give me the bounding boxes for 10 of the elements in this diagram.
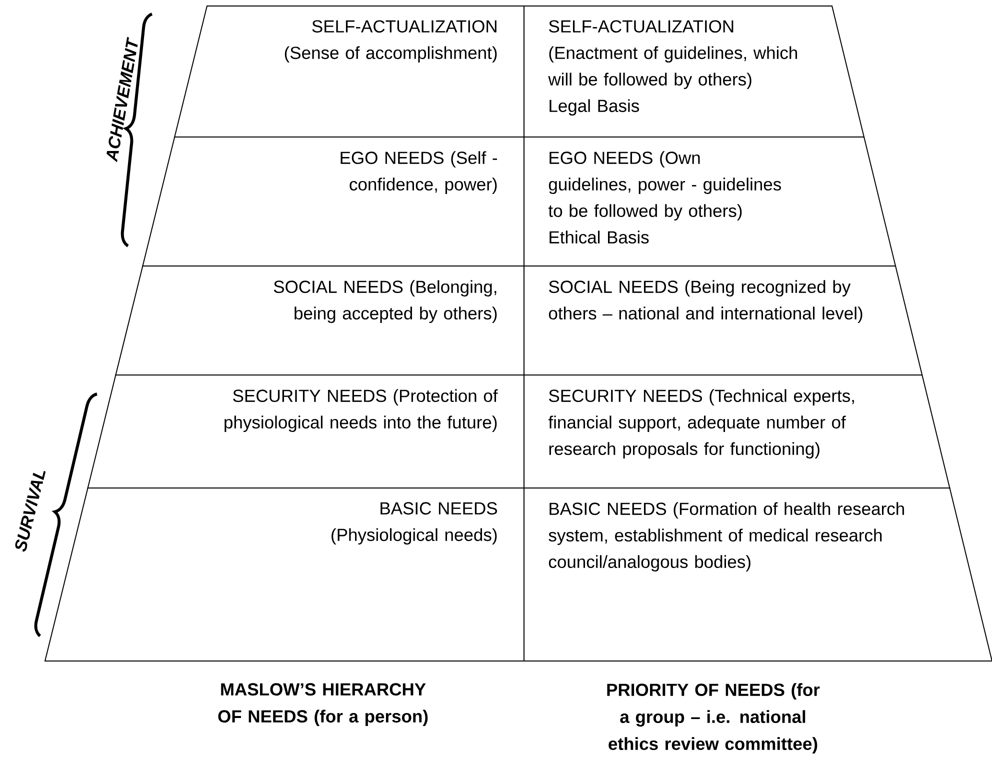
column-caption: MASLOW’S HIERARCHY OF NEEDS (for a person) — [218, 683, 428, 726]
pyramid-cell: SELF-ACTUALIZATION (Enactment of guidelines, which will be followed by others) Legal Basis — [524, 5, 865, 138]
pyramid-cell: SOCIAL NEEDS (Being recognized by others – national and international level) — [524, 265, 923, 376]
pyramid-cell: SECURITY NEEDS (Technical experts, financial support, adequate number of research proposals for functioning) — [524, 374, 950, 488]
pyramid-cell: SECURITY NEEDS (Protection of physiological needs into the future) — [87, 374, 524, 488]
pyramid-cell: EGO NEEDS (Own guidelines, power - guidelines to be followed by others) Ethical Basis — [524, 136, 896, 266]
pyramid-cell: SOCIAL NEEDS (Belonging, being accepted by others) — [115, 265, 524, 376]
pyramid-cell: BASIC NEEDS (Formation of health research system, establishment of medical research council/analogous bodies) — [524, 487, 992, 662]
column-caption: PRIORITY OF NEEDS (for a group – i.e. national ethics review committee) — [607, 683, 820, 754]
pyramid-cell: EGO NEEDS (Self - confidence, power) — [142, 136, 524, 266]
